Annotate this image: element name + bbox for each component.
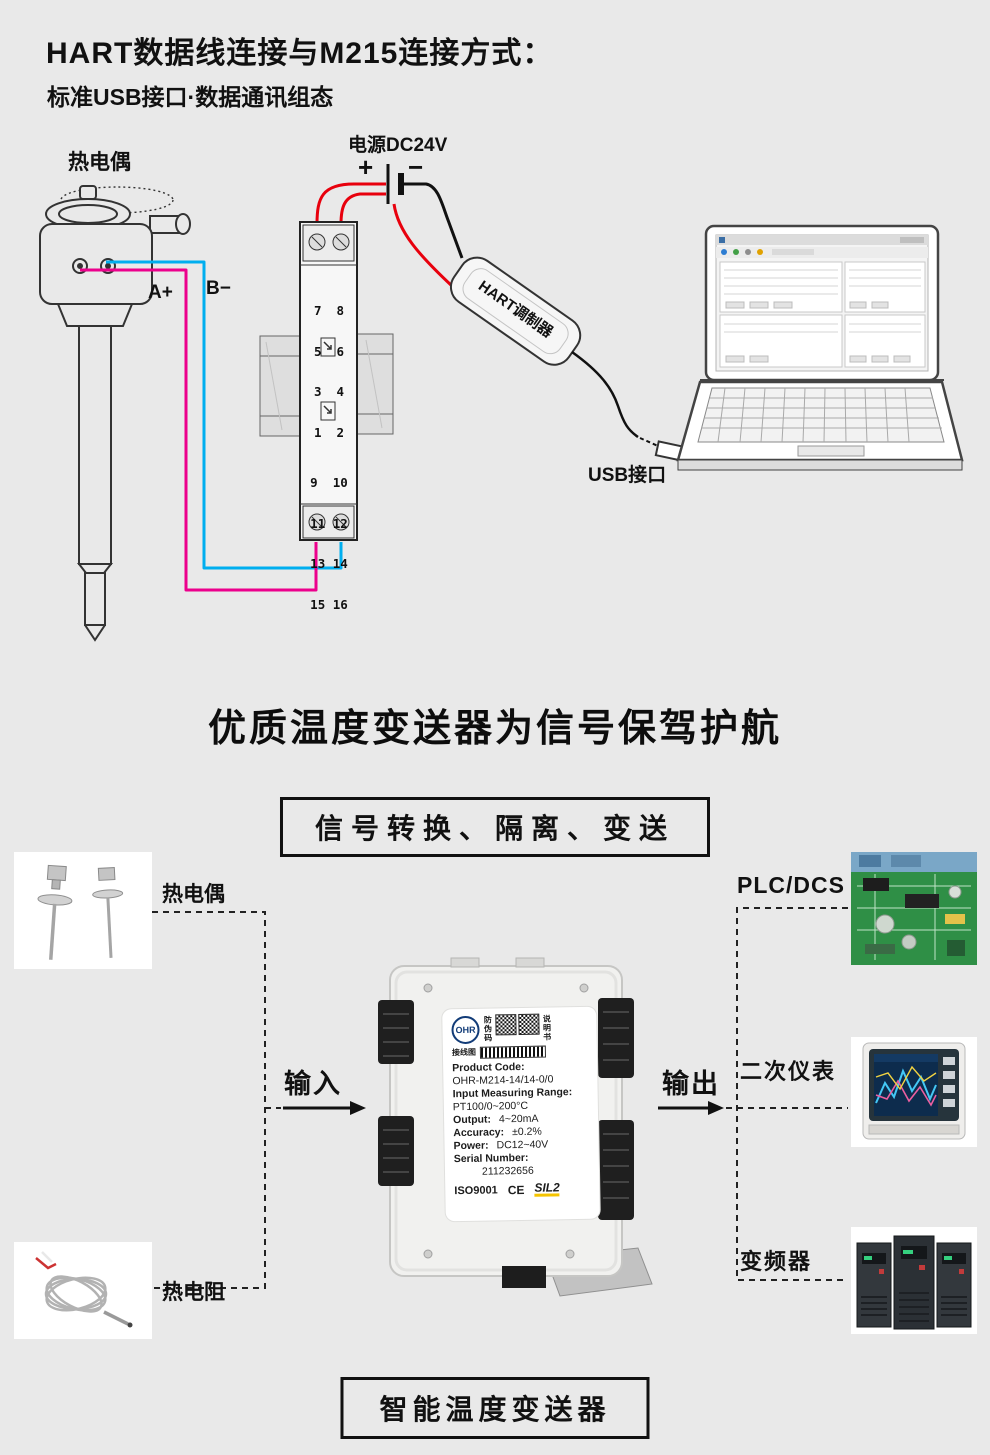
brand-logo: OHR [451, 1015, 480, 1045]
input-arrow [283, 1101, 366, 1115]
usb-label: USB接口 [588, 465, 667, 486]
accuracy-value: ±0.2% [511, 1125, 542, 1139]
ce-mark: CE [507, 1182, 525, 1197]
source-card-rtd [14, 1242, 152, 1339]
output-spec-value: 4~20mA [498, 1112, 539, 1126]
terminal-row: 3 4 [313, 384, 345, 399]
manual-qr-icon [518, 1013, 540, 1036]
blue-signal-wire [106, 260, 343, 570]
target-card-meter [851, 1037, 977, 1147]
bottom-banner: 智能温度变送器 [340, 1377, 650, 1439]
red-power-wire-2 [339, 192, 386, 225]
power-spec-label: Power: [453, 1139, 489, 1153]
source-connector-lines [152, 911, 281, 1289]
modem-cable-dashed [639, 437, 659, 447]
power-spec-value: DC12~40V [496, 1138, 549, 1152]
source-label-rtd: 热电阻 [162, 1281, 225, 1304]
red-power-wire-1 [315, 182, 386, 225]
antifake-qr-icon [495, 1014, 517, 1036]
module-terminal-numbers-top: 7 8 5 6 3 4 1 2 [302, 277, 356, 466]
terminal-row: 13 14 [310, 556, 348, 571]
output-spec-label: Output: [452, 1113, 492, 1127]
source-card-thermocouple [14, 852, 152, 969]
input-label: 输入 [284, 1069, 342, 1099]
module-terminal-numbers-bottom: 9 10 11 12 13 14 15 16 [302, 449, 356, 638]
device-sticker: OHR 防伪码 说明书 接线图 Product Code: OHR-M214-1… [442, 1006, 600, 1222]
terminal-row: 15 16 [310, 596, 348, 612]
modem-cable [571, 350, 639, 439]
power-supply-symbol [386, 164, 404, 204]
plc-photo [851, 852, 977, 965]
terminal-row: 1 2 [313, 424, 345, 440]
magenta-signal-wire [80, 268, 318, 592]
signal-banner: 信号转换、隔离、变送 [279, 797, 711, 857]
target-card-vfd [851, 1227, 977, 1334]
serial-value: 211232656 [481, 1164, 534, 1178]
minus-label: − [408, 152, 424, 182]
isolator-module: OHR 防伪码 说明书 接线图 Product Code: OHR-M214-1… [356, 948, 656, 1313]
source-label-thermocouple: 热电偶 [162, 883, 225, 906]
thermocouple-photo [37, 864, 124, 960]
wiring-diagram [39, 164, 964, 642]
red-power-wire-modem [392, 203, 454, 288]
plus-label: + [358, 152, 374, 182]
iso-cert: ISO9001 [454, 1183, 498, 1197]
terminal-row: 9 10 [310, 475, 348, 490]
range-label: Input Measuring Range: [452, 1086, 573, 1101]
thermocouple-label: 热电偶 [68, 151, 131, 174]
paperless-recorder-photo [862, 1042, 966, 1140]
accuracy-label: Accuracy: [453, 1126, 505, 1140]
manual-caption: 说明书 [542, 1014, 552, 1042]
terminal-row: 7 8 [313, 303, 345, 318]
target-card-plc [851, 852, 977, 965]
flow-connectors [152, 907, 848, 1289]
terminal-b-label: B− [206, 278, 231, 299]
page-subtitle: 标准USB接口·数据通讯组态 [47, 84, 334, 110]
laptop-drawing [676, 224, 964, 471]
output-arrow [658, 1101, 724, 1115]
vfd-photo [856, 1235, 972, 1330]
rtd-photo [35, 1251, 133, 1328]
target-connector-lines [726, 907, 848, 1281]
barcode-icon [479, 1044, 546, 1059]
output-label: 输出 [662, 1069, 720, 1099]
laptop-software-screenshot [715, 234, 929, 372]
thermocouple-drawing [39, 185, 191, 642]
terminal-row: 5 6 [313, 343, 345, 359]
target-label-vfd: 变频器 [740, 1249, 813, 1274]
target-label-plc: PLC/DCS [737, 872, 845, 898]
din-module-drawing [299, 221, 358, 541]
power-label: 电源DC24V [348, 135, 448, 156]
page-title: HART数据线连接与M215连接方式： [46, 37, 554, 70]
terminal-a-label: A+ [148, 282, 173, 303]
black-power-wire [402, 182, 464, 259]
sil-cert: SIL2 [534, 1180, 560, 1197]
promo-headline: 优质温度变送器为信号保驾护航 [207, 708, 782, 750]
din-rail [259, 333, 394, 437]
target-label-meter: 二次仪表 [740, 1059, 837, 1084]
terminal-row: 11 12 [310, 515, 348, 531]
antifake-caption: 防伪码 [483, 1015, 493, 1043]
wiring-caption: 接线图 [451, 1047, 476, 1058]
